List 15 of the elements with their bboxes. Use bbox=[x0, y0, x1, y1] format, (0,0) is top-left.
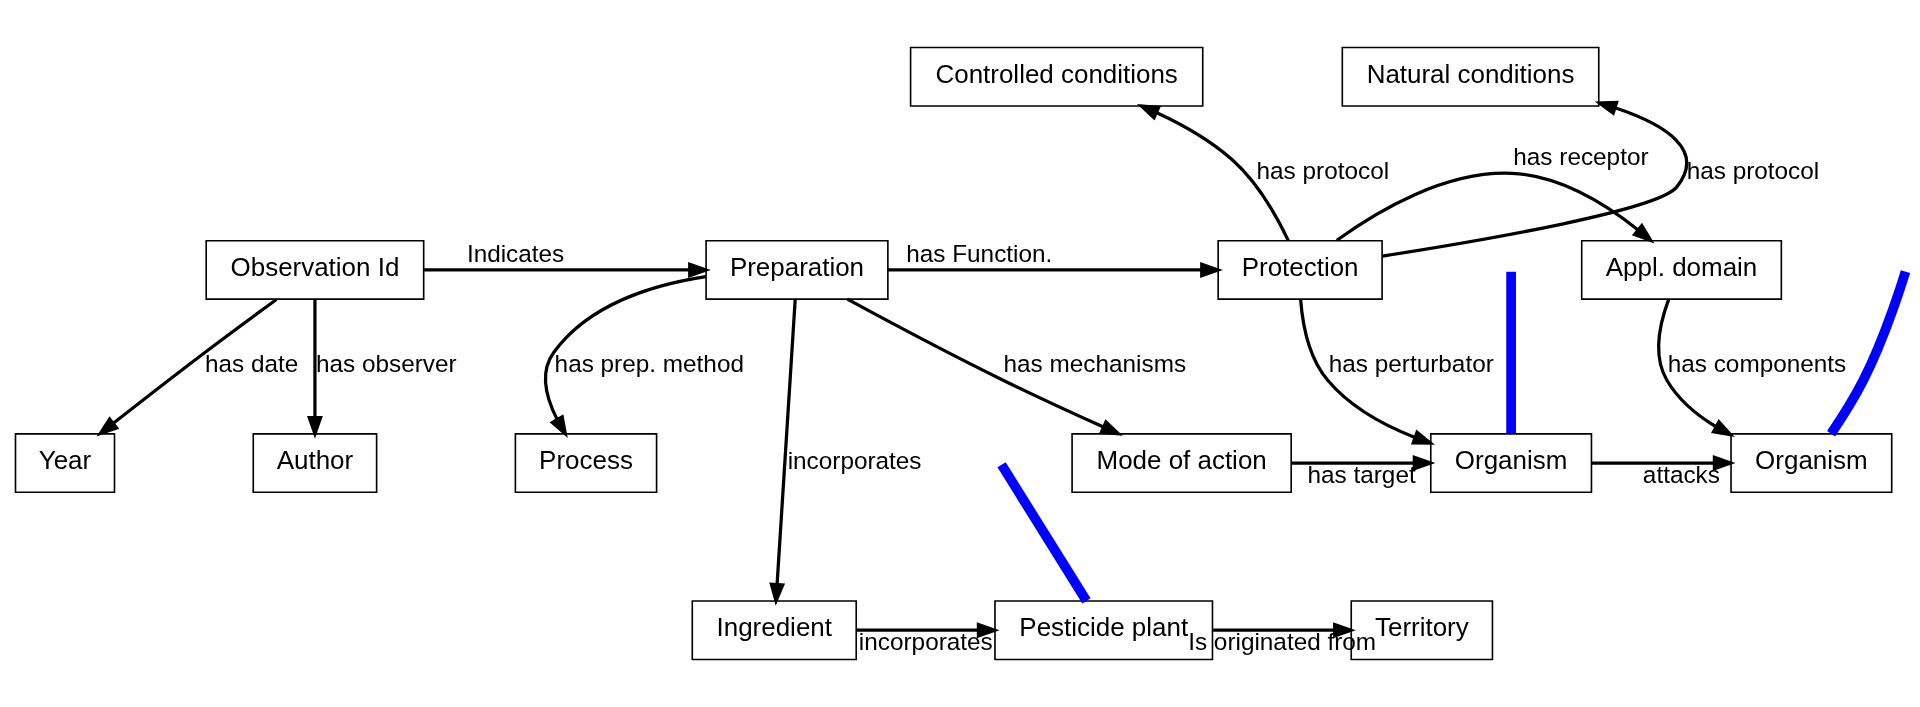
edge-label: has date bbox=[204, 350, 298, 378]
edge-label: has components bbox=[1667, 350, 1846, 378]
edge-label: incorporates bbox=[858, 627, 993, 655]
edge-label: has Function. bbox=[905, 239, 1052, 267]
edge-label: has protocol bbox=[1686, 157, 1819, 185]
edge-label: has protocol bbox=[1256, 157, 1389, 185]
edge-label: has target bbox=[1306, 460, 1416, 488]
edge-label: has receptor bbox=[1512, 143, 1649, 171]
edge-label: has mechanisms bbox=[1003, 350, 1186, 378]
edge-label: has perturbator bbox=[1328, 350, 1494, 378]
edge-label: attacks bbox=[1642, 460, 1720, 488]
edge-label: has observer bbox=[315, 350, 457, 378]
edge-label: Indicates bbox=[466, 239, 564, 267]
edge-label: incorporates bbox=[787, 446, 922, 474]
edge-label: has prep. method bbox=[554, 350, 744, 378]
